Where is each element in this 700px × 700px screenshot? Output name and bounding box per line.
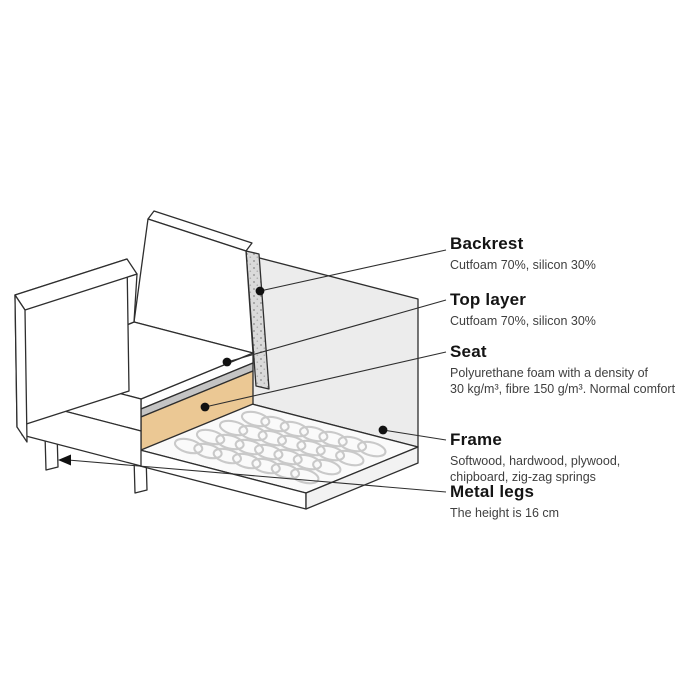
callout-metal-legs-desc: The height is 16 cm <box>450 506 560 520</box>
leader-line-frame <box>382 429 447 441</box>
callout-dot-frame <box>378 425 388 435</box>
callout-top-layer-title: Top layer <box>450 290 527 309</box>
callout-dot-seat <box>200 402 210 412</box>
callout-backrest: Backrest Cutfoam 70%, silicon 30% <box>450 233 686 273</box>
callout-seat-desc: Polyurethane foam with a density of 30 k… <box>450 366 676 396</box>
callout-top-layer: Top layer Cutfoam 70%, silicon 30% <box>450 289 686 329</box>
leader-lines <box>67 249 447 493</box>
callout-frame: Frame Softwood, hardwood, plywood, chipb… <box>450 429 686 485</box>
leader-line-backrest <box>259 249 447 292</box>
callout-frame-desc: Softwood, hardwood, plywood, chipboard, … <box>450 454 621 484</box>
leader-line-seat <box>204 351 447 408</box>
callout-seat: Seat Polyurethane foam with a density of… <box>450 341 686 397</box>
callout-dot-backrest <box>255 286 265 296</box>
callout-backrest-title: Backrest <box>450 234 524 253</box>
leader-line-top-layer <box>226 299 447 363</box>
callout-backrest-desc: Cutfoam 70%, silicon 30% <box>450 258 596 272</box>
leader-line-metal-legs <box>67 459 447 493</box>
callout-arrow-metal-legs <box>58 454 71 466</box>
callout-markers <box>58 286 388 466</box>
armrest-front-edge <box>14 294 28 443</box>
callout-frame-title: Frame <box>450 430 503 449</box>
frame-end-rail <box>305 446 419 510</box>
callout-dot-top-layer <box>222 357 232 367</box>
callout-seat-title: Seat <box>450 342 487 361</box>
callout-top-layer-desc: Cutfoam 70%, silicon 30% <box>450 314 596 328</box>
callout-metal-legs-title: Metal legs <box>450 482 535 501</box>
callout-metal-legs: Metal legs The height is 16 cm <box>450 481 686 521</box>
